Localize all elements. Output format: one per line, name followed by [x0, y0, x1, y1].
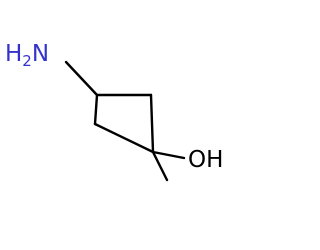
ring-bond-bottom: [93, 122, 155, 154]
amine-label: H2N: [5, 41, 49, 70]
ring-bond-left: [93, 93, 99, 126]
molecule-diagram: H2N OH: [5, 41, 223, 182]
amine-hydrogen-count: 2: [22, 52, 32, 70]
amine-hydrogen: H: [5, 41, 22, 67]
methyl-bond: [151, 150, 169, 182]
structure-canvas: H2N OH: [5, 41, 223, 182]
c-n-bond: [64, 60, 99, 97]
amine-nitrogen: N: [32, 41, 49, 67]
ring-bond-right: [149, 93, 155, 154]
hydroxyl-label: OH: [188, 147, 223, 173]
c-o-bond: [151, 150, 186, 160]
